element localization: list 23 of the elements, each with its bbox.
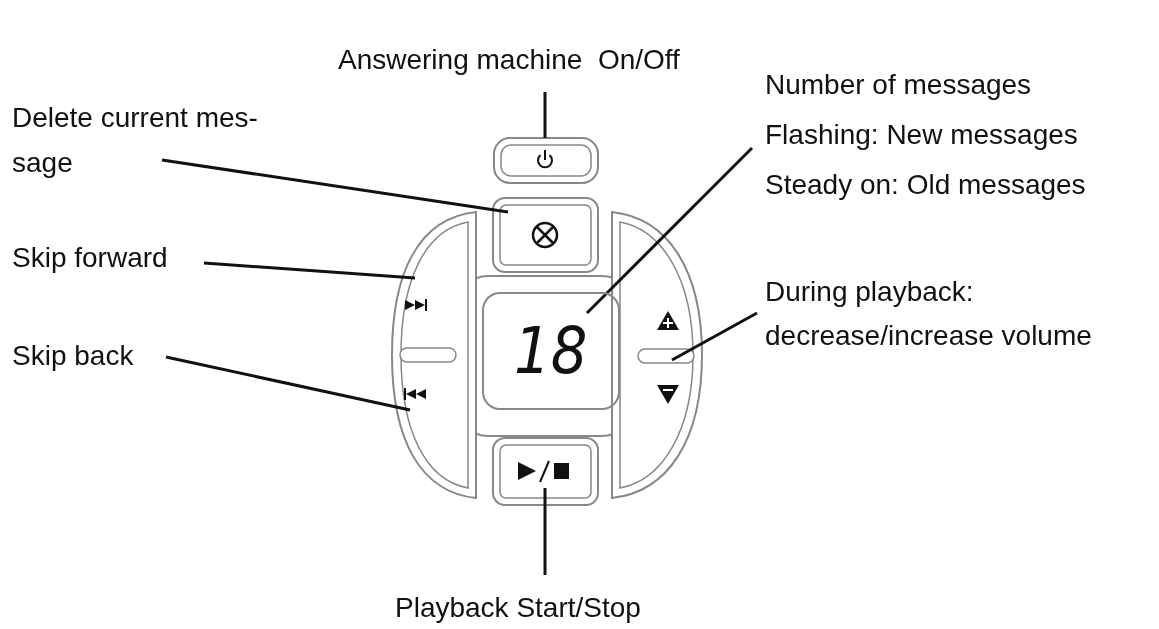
callout-text: Flashing: New messages — [765, 118, 1078, 152]
delete-button — [492, 197, 599, 273]
callout-text: Playback Start/Stop — [395, 591, 641, 625]
callout-text: Skip back — [12, 339, 134, 373]
play-stop-button — [492, 437, 599, 506]
digit-readout: 18 — [514, 319, 588, 383]
leader-line — [543, 488, 547, 575]
leader-line — [585, 146, 754, 315]
leader-line — [543, 92, 547, 138]
callout-text: During playback: decrease/increase volume — [765, 275, 1093, 353]
leader-line — [165, 355, 411, 412]
skip-rocker-button — [391, 211, 477, 499]
leader-line — [203, 261, 416, 280]
callout-text: Answering machine On/Off — [338, 43, 680, 77]
leader-line — [161, 158, 509, 214]
callout-text: Skip forward — [12, 241, 168, 275]
leader-line — [671, 311, 758, 362]
power-button — [493, 137, 599, 184]
callout-text: Delete current mes- sage — [12, 101, 259, 180]
message-counter-display — [482, 292, 620, 410]
volume-rocker-button — [611, 211, 703, 499]
callout-text: Steady on: Old messages — [765, 168, 1086, 202]
callout-text: Number of messages — [765, 68, 1032, 102]
